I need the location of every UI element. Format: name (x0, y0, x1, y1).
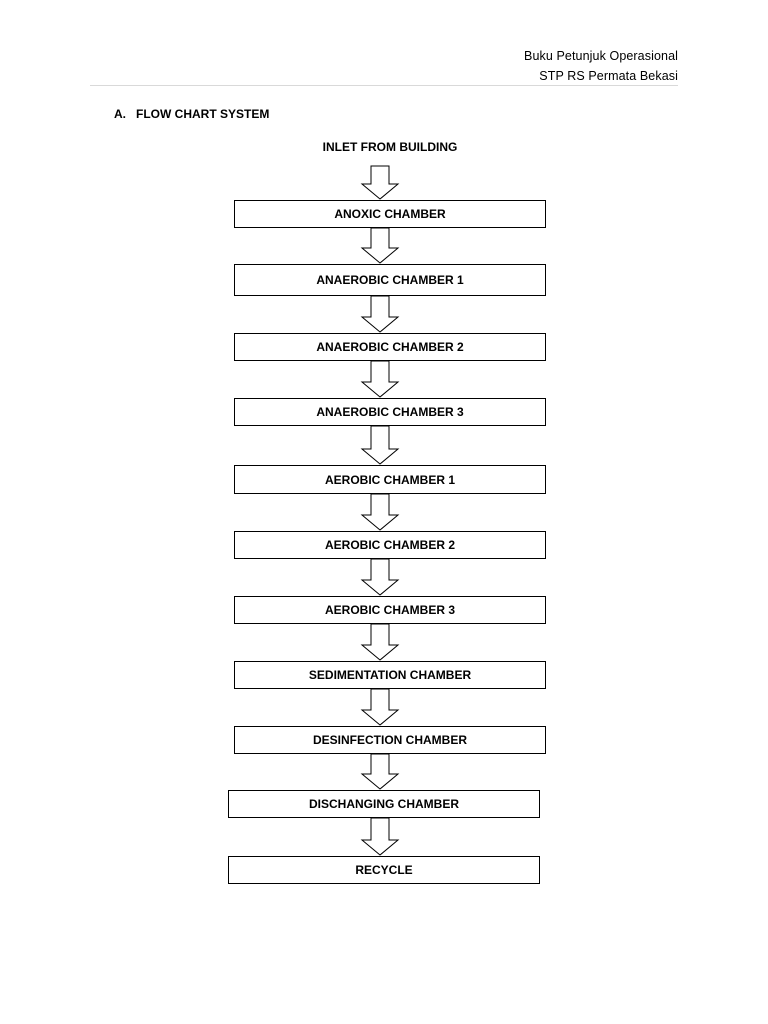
down-arrow-icon (360, 227, 400, 264)
flow-step-label: RECYCLE (355, 863, 413, 877)
document-header-title: Buku Petunjuk Operasional (524, 49, 678, 63)
down-arrow-icon (360, 425, 400, 465)
down-arrow-icon (360, 165, 400, 200)
flow-step-label: AEROBIC CHAMBER 2 (324, 538, 455, 552)
document-header-subtitle: STP RS Permata Bekasi (539, 69, 678, 83)
flow-step-box: ANAEROBIC CHAMBER 3 (234, 398, 546, 426)
flow-step-box: ANAEROBIC CHAMBER 2 (234, 333, 546, 361)
flow-step-label: ANAEROBIC CHAMBER 1 (316, 273, 464, 287)
flow-step-box: AEROBIC CHAMBER 3 (234, 596, 546, 624)
flow-inlet-label: INLET FROM BUILDING (322, 140, 458, 154)
section-title-text: FLOW CHART SYSTEM (136, 107, 270, 121)
section-heading: A. FLOW CHART SYSTEM (114, 107, 269, 121)
flow-step-label: ANOXIC CHAMBER (334, 207, 446, 221)
flow-step-label: DISCHANGING CHAMBER (309, 797, 459, 811)
down-arrow-icon (360, 493, 400, 531)
flow-step-label: SEDIMENTATION CHAMBER (308, 668, 472, 682)
flow-step-label: AEROBIC CHAMBER 3 (324, 603, 455, 617)
down-arrow-icon (360, 817, 400, 856)
flow-step-label: ANAEROBIC CHAMBER 3 (316, 405, 464, 419)
flow-step-label: ANAEROBIC CHAMBER 2 (316, 340, 464, 354)
flow-step-box: AEROBIC CHAMBER 2 (234, 531, 546, 559)
header-divider (90, 85, 678, 86)
down-arrow-icon (360, 753, 400, 790)
flow-step-box: RECYCLE (228, 856, 540, 884)
flow-step-box: ANAEROBIC CHAMBER 1 (234, 264, 546, 296)
down-arrow-icon (360, 360, 400, 398)
flow-step-label: AEROBIC CHAMBER 1 (324, 472, 455, 487)
flow-step-box: DISCHANGING CHAMBER (228, 790, 540, 818)
down-arrow-icon (360, 623, 400, 661)
down-arrow-icon (360, 558, 400, 596)
down-arrow-icon (360, 295, 400, 333)
flow-step-box: AEROBIC CHAMBER 1 (234, 465, 546, 494)
flow-step-label: DESINFECTION CHAMBER (312, 733, 467, 747)
down-arrow-icon (360, 688, 400, 726)
flow-step-box: SEDIMENTATION CHAMBER (234, 661, 546, 689)
flow-step-box: ANOXIC CHAMBER (234, 200, 546, 228)
flow-step-box: DESINFECTION CHAMBER (234, 726, 546, 754)
section-number: A. (114, 107, 126, 121)
